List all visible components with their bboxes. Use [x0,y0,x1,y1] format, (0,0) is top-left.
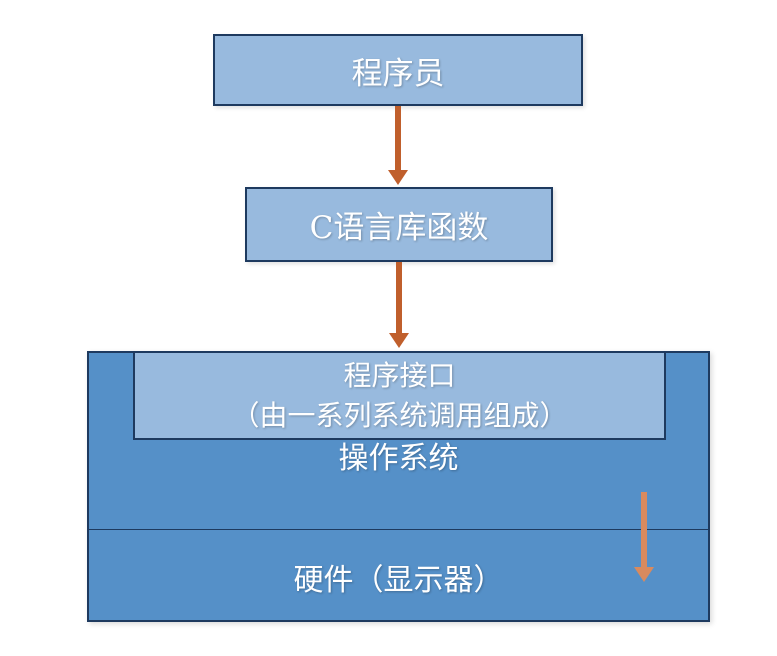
arrow-down-programmer-to-clibrary [388,106,408,185]
arrow-head-icon [389,333,409,348]
os-hardware-divider [89,529,708,530]
node-c-library: C语言库函数 [245,187,553,262]
node-program-interface: 程序接口 （由一系列系统调用组成） [133,351,666,440]
program-interface-line1: 程序接口 [343,358,456,392]
arrow-down-clibrary-to-os [389,262,409,348]
arrow-shaft [641,492,647,567]
arrow-down-os-to-hardware [634,492,654,582]
arrow-head-icon [388,170,408,185]
arrow-shaft [395,106,401,170]
arrow-head-icon [634,567,654,582]
hardware-label: 硬件（显示器） [293,563,504,598]
node-operating-system-block: 程序接口 （由一系列系统调用组成） 操作系统 硬件（显示器） [87,351,710,622]
arrow-shaft [396,262,402,333]
operating-system-label: 操作系统 [338,441,459,476]
node-programmer: 程序员 [213,34,583,106]
node-programmer-label: 程序员 [351,55,445,92]
program-interface-line2: （由一系列系统调用组成） [231,398,568,432]
node-c-library-label: C语言库函数 [309,210,489,246]
